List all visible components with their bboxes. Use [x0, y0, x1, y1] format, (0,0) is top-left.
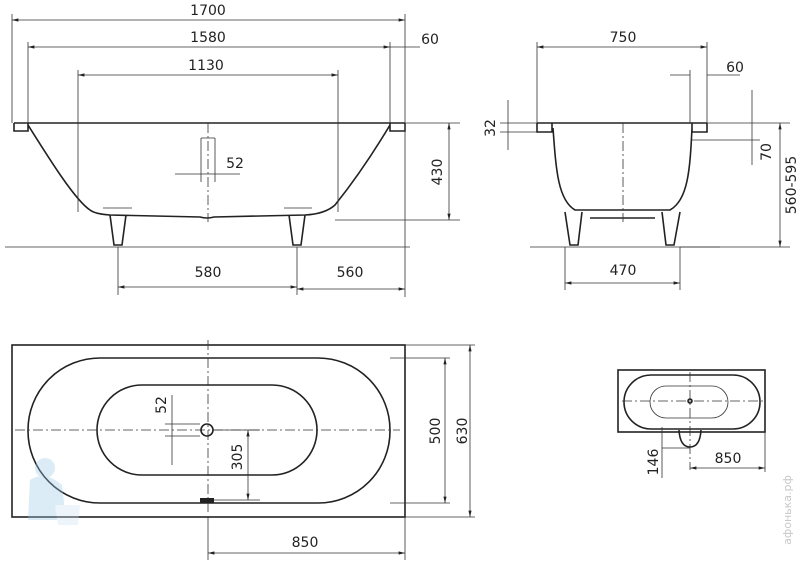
overflow-mark	[200, 498, 214, 503]
side-leg-left	[103, 207, 132, 246]
dim-1580: 1580	[190, 30, 226, 46]
dim-560: 560	[337, 265, 364, 281]
watermark: афонька.рф	[781, 475, 794, 545]
dim-32: 32	[483, 119, 499, 137]
plumber-logo	[28, 458, 80, 525]
dim-1130: 1130	[188, 58, 224, 74]
dim-580: 580	[195, 265, 222, 281]
small-plan-rim	[617, 369, 766, 433]
dim-side-52: 52	[226, 156, 244, 172]
side-view: 1700 1580 60 1130 52 430 580 560	[5, 3, 460, 297]
dim-side-60: 60	[421, 32, 439, 48]
dim-305: 305	[230, 444, 246, 471]
dim-750: 750	[610, 30, 637, 46]
side-tub-outline	[13, 122, 406, 219]
end-legs	[564, 211, 681, 246]
dim-500: 500	[428, 418, 444, 445]
dim-small-850: 850	[715, 451, 742, 467]
small-plan-view: 146 850	[617, 369, 766, 478]
end-view: 750 60 32 70 560-595 470	[483, 30, 800, 290]
dim-1700: 1700	[190, 3, 226, 19]
dim-850: 850	[292, 535, 319, 551]
drain-icon	[200, 423, 214, 437]
side-leg-right	[284, 207, 312, 246]
dim-560-595: 560-595	[784, 156, 800, 215]
small-plan-overflow	[678, 429, 702, 448]
plan-rim	[11, 344, 406, 518]
small-plan-basin	[623, 374, 761, 430]
dim-end-60: 60	[726, 60, 744, 76]
dim-470: 470	[610, 263, 637, 279]
dim-plan-52: 52	[154, 396, 170, 414]
dim-630: 630	[455, 418, 471, 445]
end-tub-outline	[536, 122, 708, 211]
dim-146: 146	[646, 449, 662, 476]
dim-70: 70	[759, 143, 775, 161]
plan-view: 500 630 305 52 850	[11, 340, 475, 560]
plan-outer-basin	[27, 357, 391, 504]
dim-430: 430	[430, 159, 446, 186]
